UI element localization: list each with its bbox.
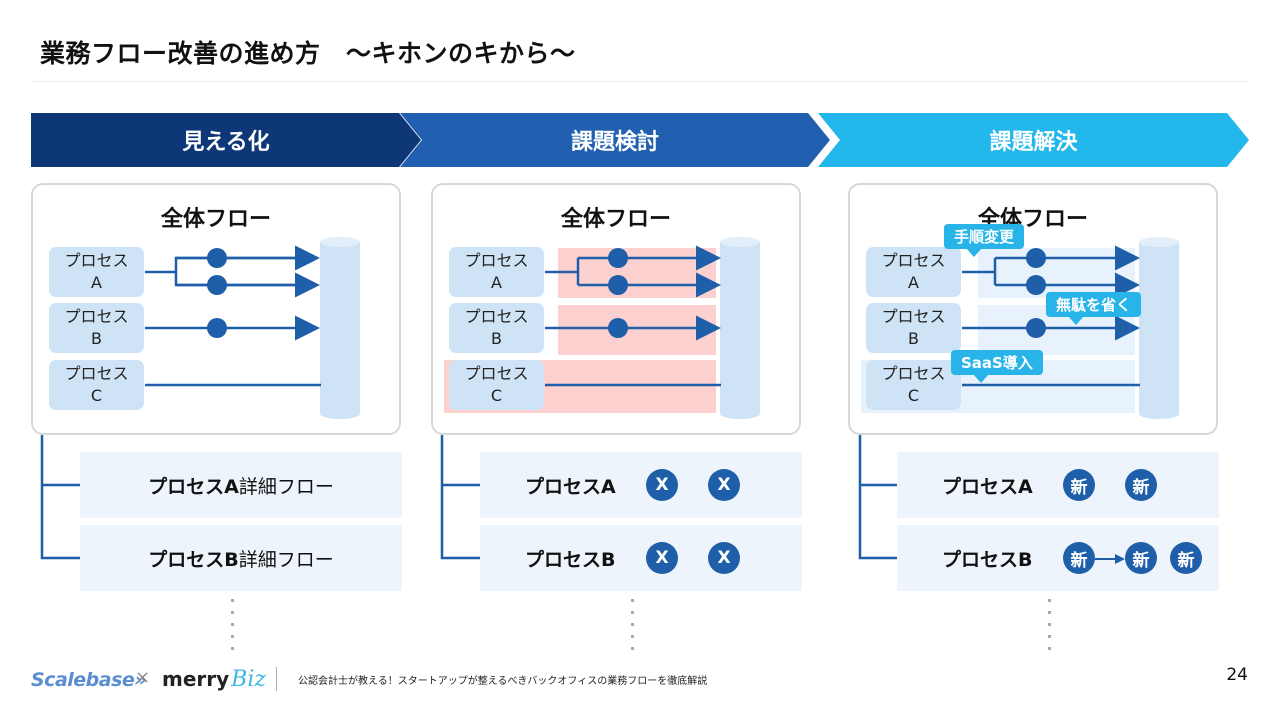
issue-badge: X — [646, 542, 678, 574]
page-number: 24 — [1226, 665, 1248, 685]
stage-label: 課題検討 — [570, 130, 659, 155]
detail-solution-a: プロセスA 新 新 — [897, 452, 1219, 518]
new-badge: 新 — [1170, 542, 1202, 574]
new-badge: 新 — [1125, 469, 1157, 501]
ellipsis-dots — [1048, 599, 1051, 659]
detail-flow-b: プロセスB 詳細フロー — [80, 525, 402, 591]
detail-flow-a: プロセスA 詳細フロー — [80, 452, 402, 518]
new-badge: 新 — [1063, 469, 1095, 501]
page-title: 業務フロー改善の進め方 ～キホンのキから～ — [40, 39, 576, 68]
callout-reorder: 手順変更 — [944, 224, 1025, 257]
task-node — [207, 318, 227, 338]
task-node — [608, 275, 628, 295]
task-node — [207, 275, 227, 295]
new-badge: 新 — [1125, 542, 1157, 574]
task-node — [1026, 248, 1046, 268]
task-node — [1026, 318, 1046, 338]
issue-badge: X — [708, 469, 740, 501]
flow-diagram — [145, 237, 360, 419]
scalebase-logo: Scalebase» — [31, 669, 147, 691]
card-title: 全体フロー — [160, 207, 271, 232]
ellipsis-dots — [631, 599, 634, 659]
stage-solve: 課題解決 — [818, 113, 1249, 167]
callout-eliminate-waste: 無駄を省く — [1046, 292, 1142, 325]
new-badge: 新 — [1063, 542, 1095, 574]
detail-solution-b: プロセスB 新 新 新 — [897, 525, 1219, 591]
task-node — [207, 248, 227, 268]
database-cylinder — [320, 242, 360, 414]
arrow-icon — [1095, 554, 1125, 564]
issue-badge: X — [708, 542, 740, 574]
ellipsis-dots — [231, 599, 234, 659]
stage-visualize: 見える化 — [31, 113, 421, 167]
chevron-shape — [400, 113, 830, 167]
detail-issue-a: プロセスA X X — [480, 452, 802, 518]
issue-highlight — [558, 305, 716, 355]
database-cylinder — [720, 242, 760, 414]
merrybiz-logo: merryBiz — [162, 667, 266, 692]
footer-caption: 公認会計士が教える！スタートアップが整えるべきバックオフィスの業務フローを徹底解… — [298, 676, 708, 687]
detail-issue-b: プロセスB X X — [480, 525, 802, 591]
issue-badge: X — [646, 469, 678, 501]
callout-saas: SaaS導入 — [951, 350, 1043, 383]
improved-highlight — [978, 248, 1135, 298]
issue-highlight — [558, 248, 716, 298]
stage-label: 見える化 — [182, 130, 270, 155]
task-node — [1026, 275, 1046, 295]
footer-divider — [276, 667, 277, 691]
title-divider — [32, 81, 1248, 82]
task-node — [608, 248, 628, 268]
chevron-shape — [31, 113, 421, 167]
collab-cross: × — [135, 667, 151, 688]
stage-label: 課題解決 — [989, 130, 1078, 155]
task-node — [608, 318, 628, 338]
stage-review: 課題検討 — [400, 113, 830, 167]
database-cylinder — [1139, 242, 1179, 414]
card-title: 全体フロー — [560, 207, 671, 232]
chevron-shape — [818, 113, 1249, 167]
